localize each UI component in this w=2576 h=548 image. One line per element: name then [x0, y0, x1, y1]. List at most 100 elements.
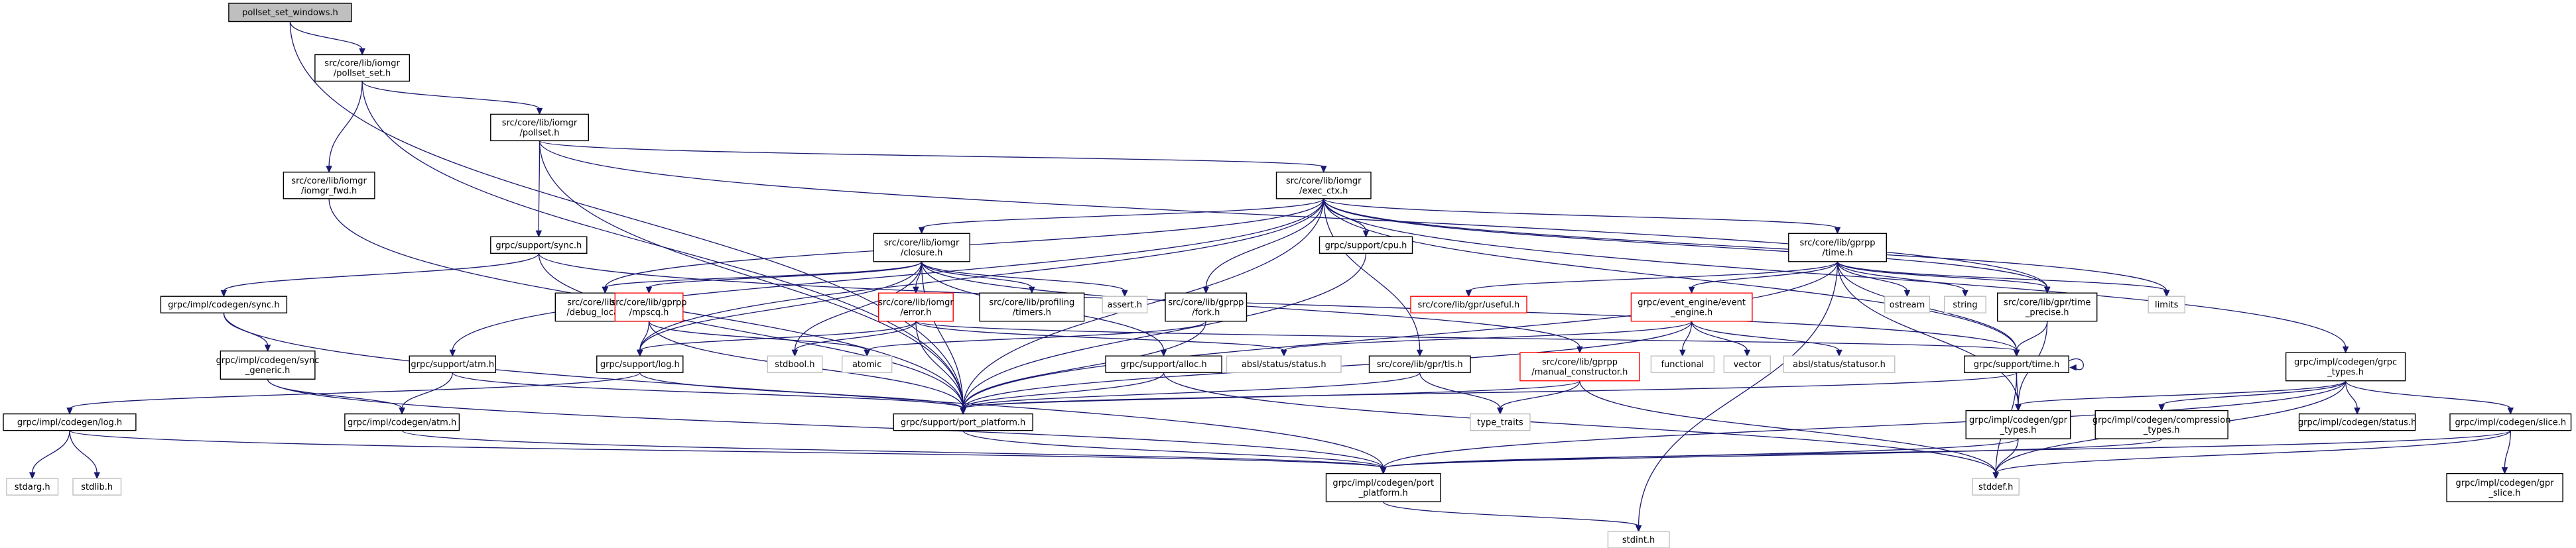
node-label: src/core/lib/gprpp — [1542, 357, 1618, 367]
edge-closure-to-dbg — [602, 261, 923, 294]
node-gprtypes[interactable]: grpc/impl/codegen/gpr_types.h — [1965, 410, 2071, 439]
node-comp[interactable]: grpc/impl/codegen/compression_types.h — [2093, 410, 2231, 439]
edge-evee-to-absst — [1281, 321, 1693, 357]
edge-arrowhead — [1679, 349, 1686, 357]
node-csync[interactable]: grpc/impl/codegen/sync.h — [160, 296, 288, 313]
edge-line — [1691, 321, 1748, 351]
node-ttraits: type_traits — [1470, 413, 1531, 431]
edge-clog-to-stdlib — [69, 430, 100, 480]
node-err[interactable]: src/core/lib/iomgr/error.h — [877, 292, 954, 322]
edge-stime-to-stime — [2068, 358, 2084, 371]
node-gtime[interactable]: src/core/lib/gprpp/time.h — [1788, 233, 1888, 262]
node-root[interactable]: pollset_set_windows.h — [228, 3, 352, 23]
edge-arrowhead — [449, 349, 456, 357]
node-label: _engine.h — [1670, 308, 1712, 318]
node-cpu[interactable]: grpc/support/cpu.h — [1319, 236, 1413, 254]
node-box — [344, 413, 460, 431]
edge-line — [2504, 430, 2511, 468]
node-box — [160, 296, 288, 313]
node-tls[interactable]: src/core/lib/gpr/tls.h — [1368, 355, 1471, 373]
node-assert: assert.h — [1102, 296, 1148, 313]
node-ifwd[interactable]: src/core/lib/iomgr/iomgr_fwd.h — [283, 172, 375, 199]
node-alloc[interactable]: grpc/support/alloc.h — [1105, 355, 1222, 373]
node-grpctypes[interactable]: grpc/impl/codegen/grpc_types.h — [2285, 352, 2406, 382]
edge-arrowhead — [1497, 408, 1504, 415]
edge-arrowhead — [399, 408, 405, 415]
edge-err-to-absst — [915, 321, 1287, 357]
edge-arrowhead — [1962, 290, 1968, 298]
edge-stime-to-spp — [960, 372, 2018, 415]
node-prof[interactable]: src/core/lib/profiling/timers.h — [979, 292, 1085, 322]
edge-arrowhead — [1122, 290, 1128, 298]
node-evee[interactable]: grpc/event_engine/event_engine.h — [1630, 292, 1753, 322]
edge-line — [1995, 439, 2019, 474]
node-closure[interactable]: src/core/lib/iomgr/closure.h — [873, 233, 970, 262]
node-stime[interactable]: grpc/support/time.h — [1963, 355, 2069, 373]
node-slog[interactable]: grpc/support/log.h — [596, 355, 684, 373]
node-label: string — [1953, 300, 1977, 310]
node-mpscq[interactable]: src/core/lib/gprpp/mpscq.h — [611, 292, 687, 322]
edge-line — [962, 321, 1206, 409]
node-cpp[interactable]: grpc/impl/codegen/port_platform.h — [1325, 472, 1441, 502]
node-fork[interactable]: src/core/lib/gprpp/fork.h — [1165, 292, 1248, 322]
edge-gtime-to-ostream — [1836, 261, 1911, 298]
edge-line — [1163, 372, 1996, 474]
node-stdarg: stdarg.h — [6, 478, 59, 496]
node-label: grpc/impl/codegen/status.h — [2298, 418, 2416, 428]
edge-alloc-to-spp — [960, 372, 1165, 415]
node-box — [596, 355, 684, 373]
edge-clog-to-stdarg — [29, 430, 70, 480]
node-box — [2298, 413, 2416, 431]
node-label: grpc/impl/codegen/slice.h — [2455, 418, 2566, 428]
edge-line — [2068, 358, 2084, 370]
edge-line — [1638, 261, 1838, 527]
node-clog[interactable]: grpc/impl/codegen/log.h — [3, 413, 137, 431]
node-syncgen[interactable]: grpc/impl/codegen/sync_generic.h — [216, 351, 320, 380]
node-sync[interactable]: grpc/support/sync.h — [490, 236, 588, 254]
node-slice[interactable]: grpc/impl/codegen/slice.h — [2449, 413, 2572, 431]
edge-line — [962, 253, 1367, 409]
node-box — [409, 355, 496, 373]
edge-line — [1468, 261, 1838, 292]
node-ps[interactable]: src/core/lib/iomgr/pollset.h — [490, 113, 589, 142]
edge-line — [866, 321, 1206, 351]
node-pss[interactable]: src/core/lib/iomgr/pollset_set.h — [314, 54, 411, 82]
edge-arrowhead — [1380, 467, 1387, 474]
node-box — [1972, 478, 2020, 496]
node-catm[interactable]: grpc/impl/codegen/atm.h — [344, 413, 460, 431]
edge-arrowhead — [918, 227, 925, 235]
node-tprec[interactable]: src/core/lib/gpr/time_precise.h — [1996, 292, 2098, 322]
node-label: grpc/support/alloc.h — [1120, 360, 1206, 370]
node-box — [2285, 352, 2406, 382]
edge-arrowhead — [913, 286, 919, 294]
edge-ps-to-ectx — [539, 140, 1327, 174]
node-label: grpc/impl/codegen/compression — [2093, 415, 2231, 425]
node-label: src/core/lib/gpr/time — [2004, 298, 2091, 308]
node-label: src/core/lib/iomgr — [1286, 176, 1362, 186]
edge-evee-to-absstor — [1691, 321, 1842, 357]
node-useful[interactable]: src/core/lib/gpr/useful.h — [1410, 296, 1527, 313]
node-label: src/core/lib/gprpp — [1799, 239, 1875, 248]
node-gprslice[interactable]: grpc/impl/codegen/gpr_slice.h — [2446, 472, 2563, 502]
node-spp[interactable]: grpc/support/port_platform.h — [893, 413, 1033, 431]
node-box — [2449, 413, 2572, 431]
node-label: atomic — [852, 360, 881, 370]
node-box — [220, 351, 316, 380]
edge-line — [267, 379, 1384, 468]
node-ectx[interactable]: src/core/lib/iomgr/exec_ctx.h — [1275, 172, 1372, 199]
edge-arrowhead — [1903, 290, 1911, 298]
node-label: grpc/support/port_platform.h — [901, 418, 1025, 428]
edge-line — [962, 372, 1421, 410]
edge-line — [921, 261, 1580, 348]
edge-line — [1383, 438, 2162, 469]
edge-line — [538, 253, 2018, 351]
edge-comp-to-cpp — [1380, 438, 2162, 474]
edge-line — [794, 321, 917, 351]
edge-arrowhead — [2015, 404, 2022, 411]
node-manual[interactable]: src/core/lib/gprpp/manual_constructor.h — [1519, 352, 1640, 382]
node-label: ostream — [1890, 300, 1925, 310]
node-status[interactable]: grpc/impl/codegen/status.h — [2298, 413, 2416, 431]
edge-arrowhead — [1688, 286, 1695, 294]
edge-line — [1383, 501, 1640, 527]
node-satm[interactable]: grpc/support/atm.h — [409, 355, 496, 373]
